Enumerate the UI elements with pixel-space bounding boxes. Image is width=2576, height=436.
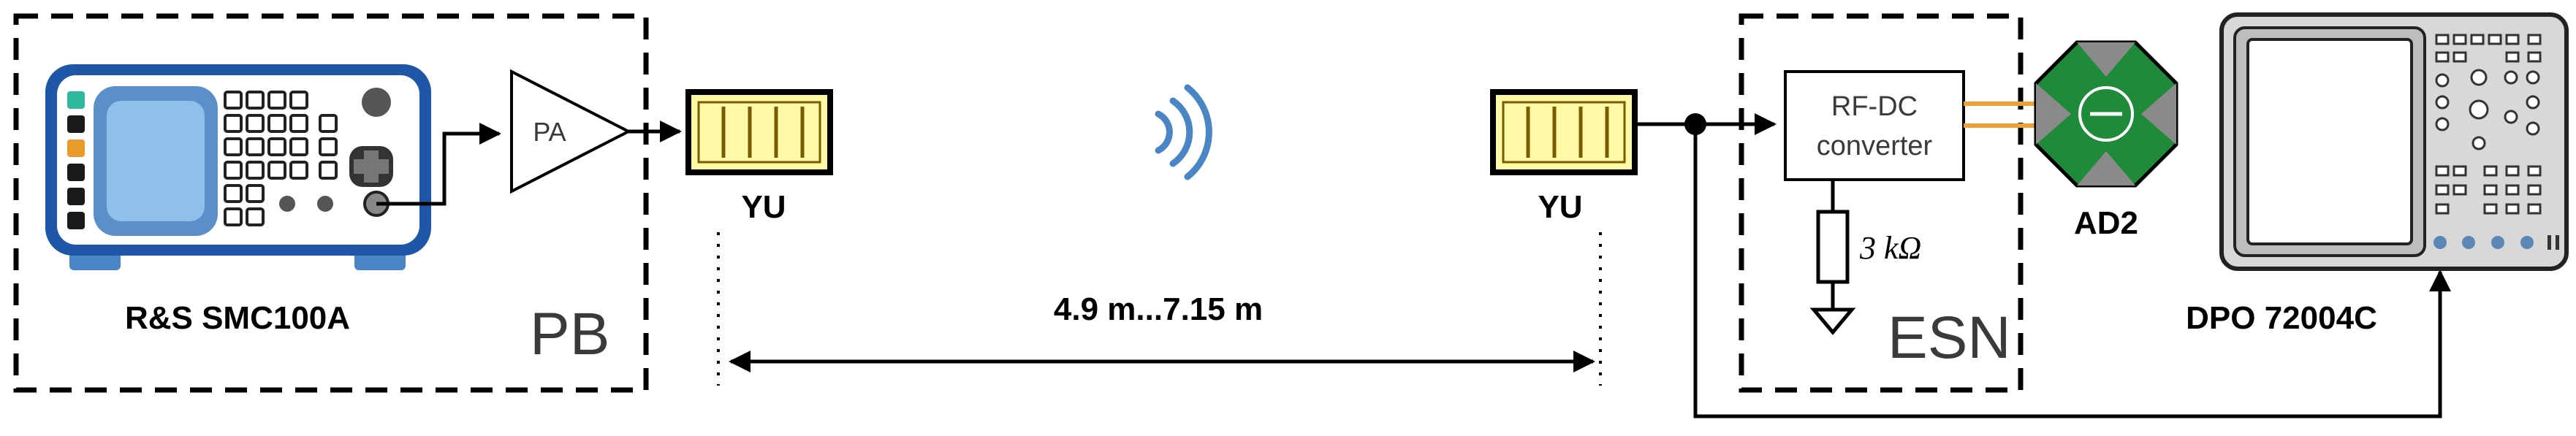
scope-tap-cable <box>1693 124 2451 418</box>
signal-generator-label: R&S SMC100A <box>125 300 350 336</box>
power-amplifier <box>510 69 632 194</box>
wireless-signal-icon <box>1155 84 1212 180</box>
power-amplifier-label: PA <box>533 117 566 147</box>
ad2-device <box>2034 40 2178 188</box>
signal-generator <box>45 64 431 270</box>
oscilloscope-label: DPO 72004C <box>2186 300 2377 336</box>
rf-dc-converter <box>1784 70 1965 181</box>
tx-box-label: PB <box>530 301 609 367</box>
rx-antenna <box>1490 89 1638 175</box>
rx-box <box>1739 13 2024 393</box>
resistor-icon <box>1816 210 1850 284</box>
oscilloscope <box>2219 12 2569 271</box>
rx-antenna-label: YU <box>1538 189 1582 225</box>
tx-antenna <box>685 89 833 175</box>
distance-label: 4.9 m...7.15 m <box>1054 291 1263 327</box>
load-resistor-label: 3 kΩ <box>1859 230 1921 266</box>
tx-antenna-label: YU <box>741 189 786 225</box>
ad2-label: AD2 <box>2074 205 2138 241</box>
tx-box <box>13 13 649 393</box>
ground-icon <box>1809 307 1856 335</box>
converter-label-line2: converter <box>1817 131 1933 161</box>
generator-to-pa-cable <box>376 123 501 206</box>
rx-box-label: ESN <box>1888 305 2011 371</box>
converter-label-line1: RF-DC <box>1831 91 1918 122</box>
